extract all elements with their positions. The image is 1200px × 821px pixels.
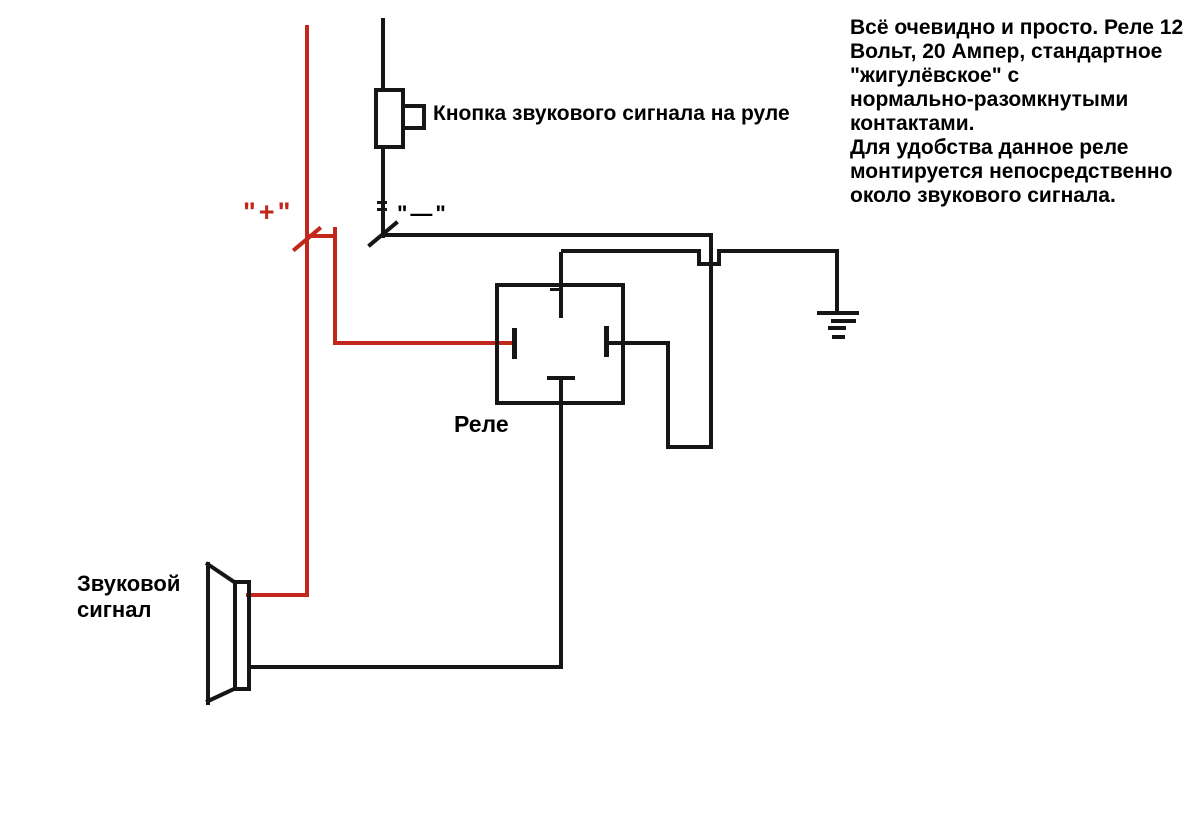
power-wire-branch-vertical — [333, 234, 337, 345]
wire-loop-bottom — [666, 445, 713, 449]
ground-bar-1 — [817, 311, 859, 315]
wire-right-down — [709, 233, 713, 449]
relay-label: Реле — [454, 411, 509, 437]
wire-to-ground-left-segment — [561, 249, 701, 253]
horn-button-plunger — [404, 104, 426, 130]
relay-pin-left-bar — [512, 328, 517, 359]
horn-driver-box — [233, 580, 251, 691]
ground-bar-4 — [832, 335, 845, 339]
text-line: около звукового сигнала. — [850, 184, 1116, 207]
wire-junction-to-right — [383, 233, 713, 237]
text-line: "жигулёвское" с — [850, 64, 1020, 87]
wire-hop-across — [697, 262, 721, 266]
minus-terminal-label: "—" — [397, 201, 449, 226]
horn-button-body — [374, 88, 405, 149]
text-line: сигнал — [77, 597, 152, 622]
horn-cone-back — [206, 562, 210, 705]
text-line: Звуковой — [77, 571, 181, 596]
wire-relay-bottom-pin-down — [559, 378, 563, 669]
wire-ground-drop — [835, 249, 839, 314]
wire-relay-right-pin-out — [608, 341, 670, 345]
wire-loop-up — [666, 345, 670, 449]
text-line: Вольт, 20 Ампер, стандартное — [850, 40, 1163, 63]
relay-pin-top-tick — [550, 288, 563, 291]
power-wire-to-horn — [246, 593, 308, 597]
relay-pin-right-bar — [604, 326, 609, 357]
relay-pin-top — [559, 252, 563, 318]
wire-hop-up — [717, 249, 721, 266]
wire-nick-2 — [377, 208, 387, 211]
text-line: Для удобства данное реле — [850, 136, 1129, 159]
wire-horn-to-relay — [248, 665, 563, 669]
ground-bar-2 — [831, 319, 856, 323]
button-lead-top — [381, 18, 385, 90]
ground-icon — [817, 311, 859, 341]
button-lead-bottom — [381, 148, 385, 238]
text-line: нормально-разомкнутыми — [850, 88, 1129, 111]
plus-terminal-label: "+" — [243, 197, 294, 227]
wire-to-ground-right-segment — [717, 249, 839, 253]
wire-hop-down — [697, 249, 701, 266]
wire-nick-1 — [377, 201, 387, 204]
text-line: контактами. — [850, 112, 975, 135]
power-wire-to-relay — [333, 341, 515, 345]
horn-button-label: Кнопка звукового сигнала на руле — [433, 102, 790, 125]
text-line: Всё очевидно и просто. Реле 12 — [850, 16, 1184, 39]
power-wire-branch-horizontal — [307, 234, 337, 238]
power-wire-main-vertical — [305, 25, 309, 597]
text-line: монтируется непосредственно — [850, 160, 1173, 183]
power-wire-branch-corner-nub — [333, 227, 337, 238]
ground-bar-3 — [828, 326, 846, 330]
